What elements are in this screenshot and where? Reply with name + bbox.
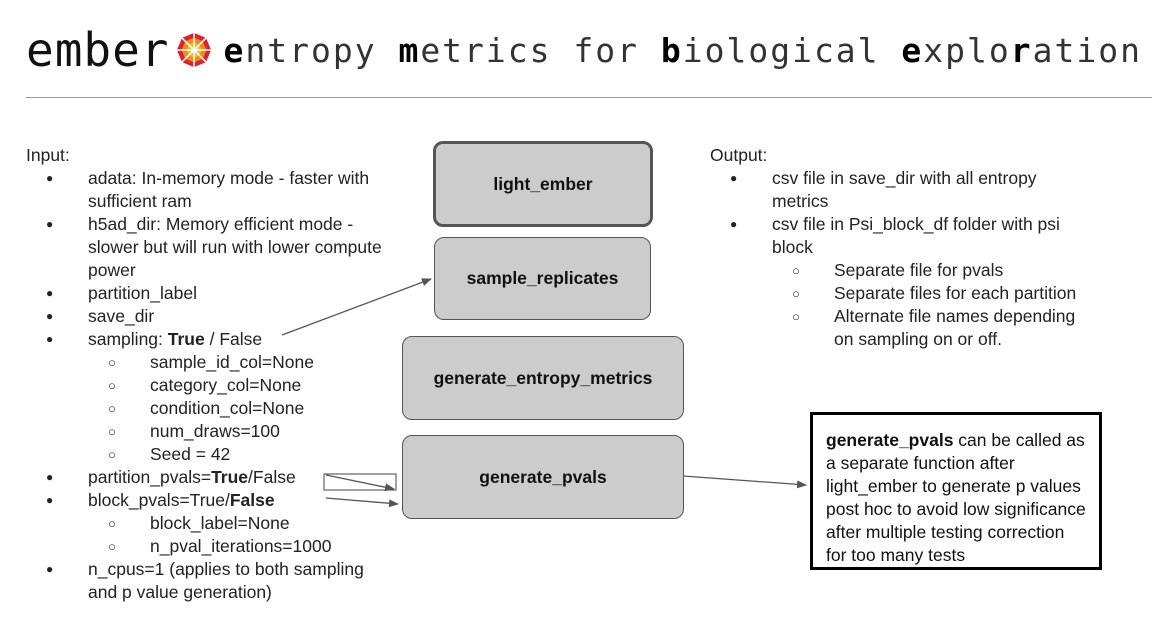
tagline-part: r xyxy=(1010,30,1033,70)
input-sublist: sample_id_col=Nonecategory_col=Nonecondi… xyxy=(88,351,386,466)
tagline-part: e xyxy=(223,30,246,70)
generate-pvals-note: generate_pvals can be called as a separa… xyxy=(810,412,1102,570)
output-item: csv file in save_dir with all entropy me… xyxy=(710,167,1090,213)
input-subitem: n_pval_iterations=1000 xyxy=(88,535,386,558)
partition-pvals-to-generate-pvals-arrow xyxy=(325,474,395,492)
input-item: save_dir xyxy=(26,305,386,328)
light-ember-box: light_ember xyxy=(433,141,653,227)
input-item: adata: In-memory mode - faster with suff… xyxy=(26,167,386,213)
input-item-text: True xyxy=(211,467,249,487)
header-divider xyxy=(26,97,1152,98)
generate-pvals-to-note-arrow xyxy=(682,475,807,489)
input-subitem: condition_col=None xyxy=(88,397,386,420)
page-title: ember entropy metrics for biological exp… xyxy=(26,22,1142,78)
input-item: block_pvals=True/Falseblock_label=Nonen_… xyxy=(26,489,386,558)
tagline-part: ation xyxy=(1032,30,1142,70)
tagline: entropy metrics for biological explorati… xyxy=(223,31,1142,70)
sample-replicates-box: sample_replicates xyxy=(434,237,651,320)
input-item-text: False xyxy=(229,490,275,510)
input-item-text: save_dir xyxy=(88,306,155,326)
input-item-text: n_cpus=1 (applies to both sampling and p… xyxy=(88,559,364,602)
input-item: sampling: True / Falsesample_id_col=None… xyxy=(26,328,386,466)
tagline-part: e xyxy=(901,30,924,70)
input-item-text: adata: In-memory mode - faster with suff… xyxy=(88,168,370,211)
output-item-text: csv file in Psi_block_df folder with psi… xyxy=(772,214,1060,257)
generate-entropy-metrics-box: generate_entropy_metrics xyxy=(402,336,684,420)
output-subitem: Alternate file names depending on sampli… xyxy=(772,305,1090,351)
input-item-text: partition_label xyxy=(88,283,197,303)
input-list: adata: In-memory mode - faster with suff… xyxy=(26,167,386,604)
tagline-part: ntropy xyxy=(245,30,399,70)
input-item: n_cpus=1 (applies to both sampling and p… xyxy=(26,558,386,604)
tagline-part: iological xyxy=(682,30,902,70)
input-item-text: h5ad_dir: Memory efficient mode - slower… xyxy=(88,214,382,280)
input-subitem: Seed = 42 xyxy=(88,443,386,466)
output-subitem: Separate files for each partition xyxy=(772,282,1090,305)
partition-pvals-bracket xyxy=(323,473,397,491)
output-sublist: Separate file for pvalsSeparate files fo… xyxy=(772,259,1090,351)
input-item-text: sampling: xyxy=(88,329,168,349)
input-item-text: partition_pvals= xyxy=(88,467,212,487)
input-item: partition_label xyxy=(26,282,386,305)
output-item: csv file in Psi_block_df folder with psi… xyxy=(710,213,1090,351)
input-subitem: sample_id_col=None xyxy=(88,351,386,374)
sampling-to-sample-replicates-arrow xyxy=(281,278,432,336)
generate-pvals-box: generate_pvals xyxy=(402,435,684,519)
output-subitem: Separate file for pvals xyxy=(772,259,1090,282)
note-function-name: generate_pvals xyxy=(826,430,954,450)
input-item: partition_pvals=True/False xyxy=(26,466,386,489)
tagline-part: b xyxy=(660,30,683,70)
input-sublist: block_label=Nonen_pval_iterations=1000 xyxy=(88,512,386,558)
tagline-part: m xyxy=(398,30,421,70)
input-item-text: True xyxy=(167,329,205,349)
tagline-part: etrics for xyxy=(420,30,661,70)
ember-logo-icon xyxy=(177,32,212,68)
block-pvals-to-generate-pvals-arrow xyxy=(325,497,399,508)
note-text: can be called as a separate function aft… xyxy=(826,430,1086,565)
input-item-text: /False xyxy=(248,467,296,487)
output-item-text: csv file in save_dir with all entropy me… xyxy=(772,168,1037,211)
input-item-text: block_pvals=True/ xyxy=(88,490,230,510)
input-item-text: / False xyxy=(204,329,263,349)
output-list: csv file in save_dir with all entropy me… xyxy=(710,167,1090,351)
input-subitem: block_label=None xyxy=(88,512,386,535)
input-heading: Input: xyxy=(26,145,70,165)
output-heading: Output: xyxy=(710,145,768,165)
input-item: h5ad_dir: Memory efficient mode - slower… xyxy=(26,213,386,282)
input-section: Input: adata: In-memory mode - faster wi… xyxy=(26,144,386,604)
output-section: Output: csv file in save_dir with all en… xyxy=(710,144,1090,351)
input-subitem: num_draws=100 xyxy=(88,420,386,443)
brand-name: ember xyxy=(26,23,170,77)
tagline-part: xplo xyxy=(923,30,1011,70)
input-subitem: category_col=None xyxy=(88,374,386,397)
